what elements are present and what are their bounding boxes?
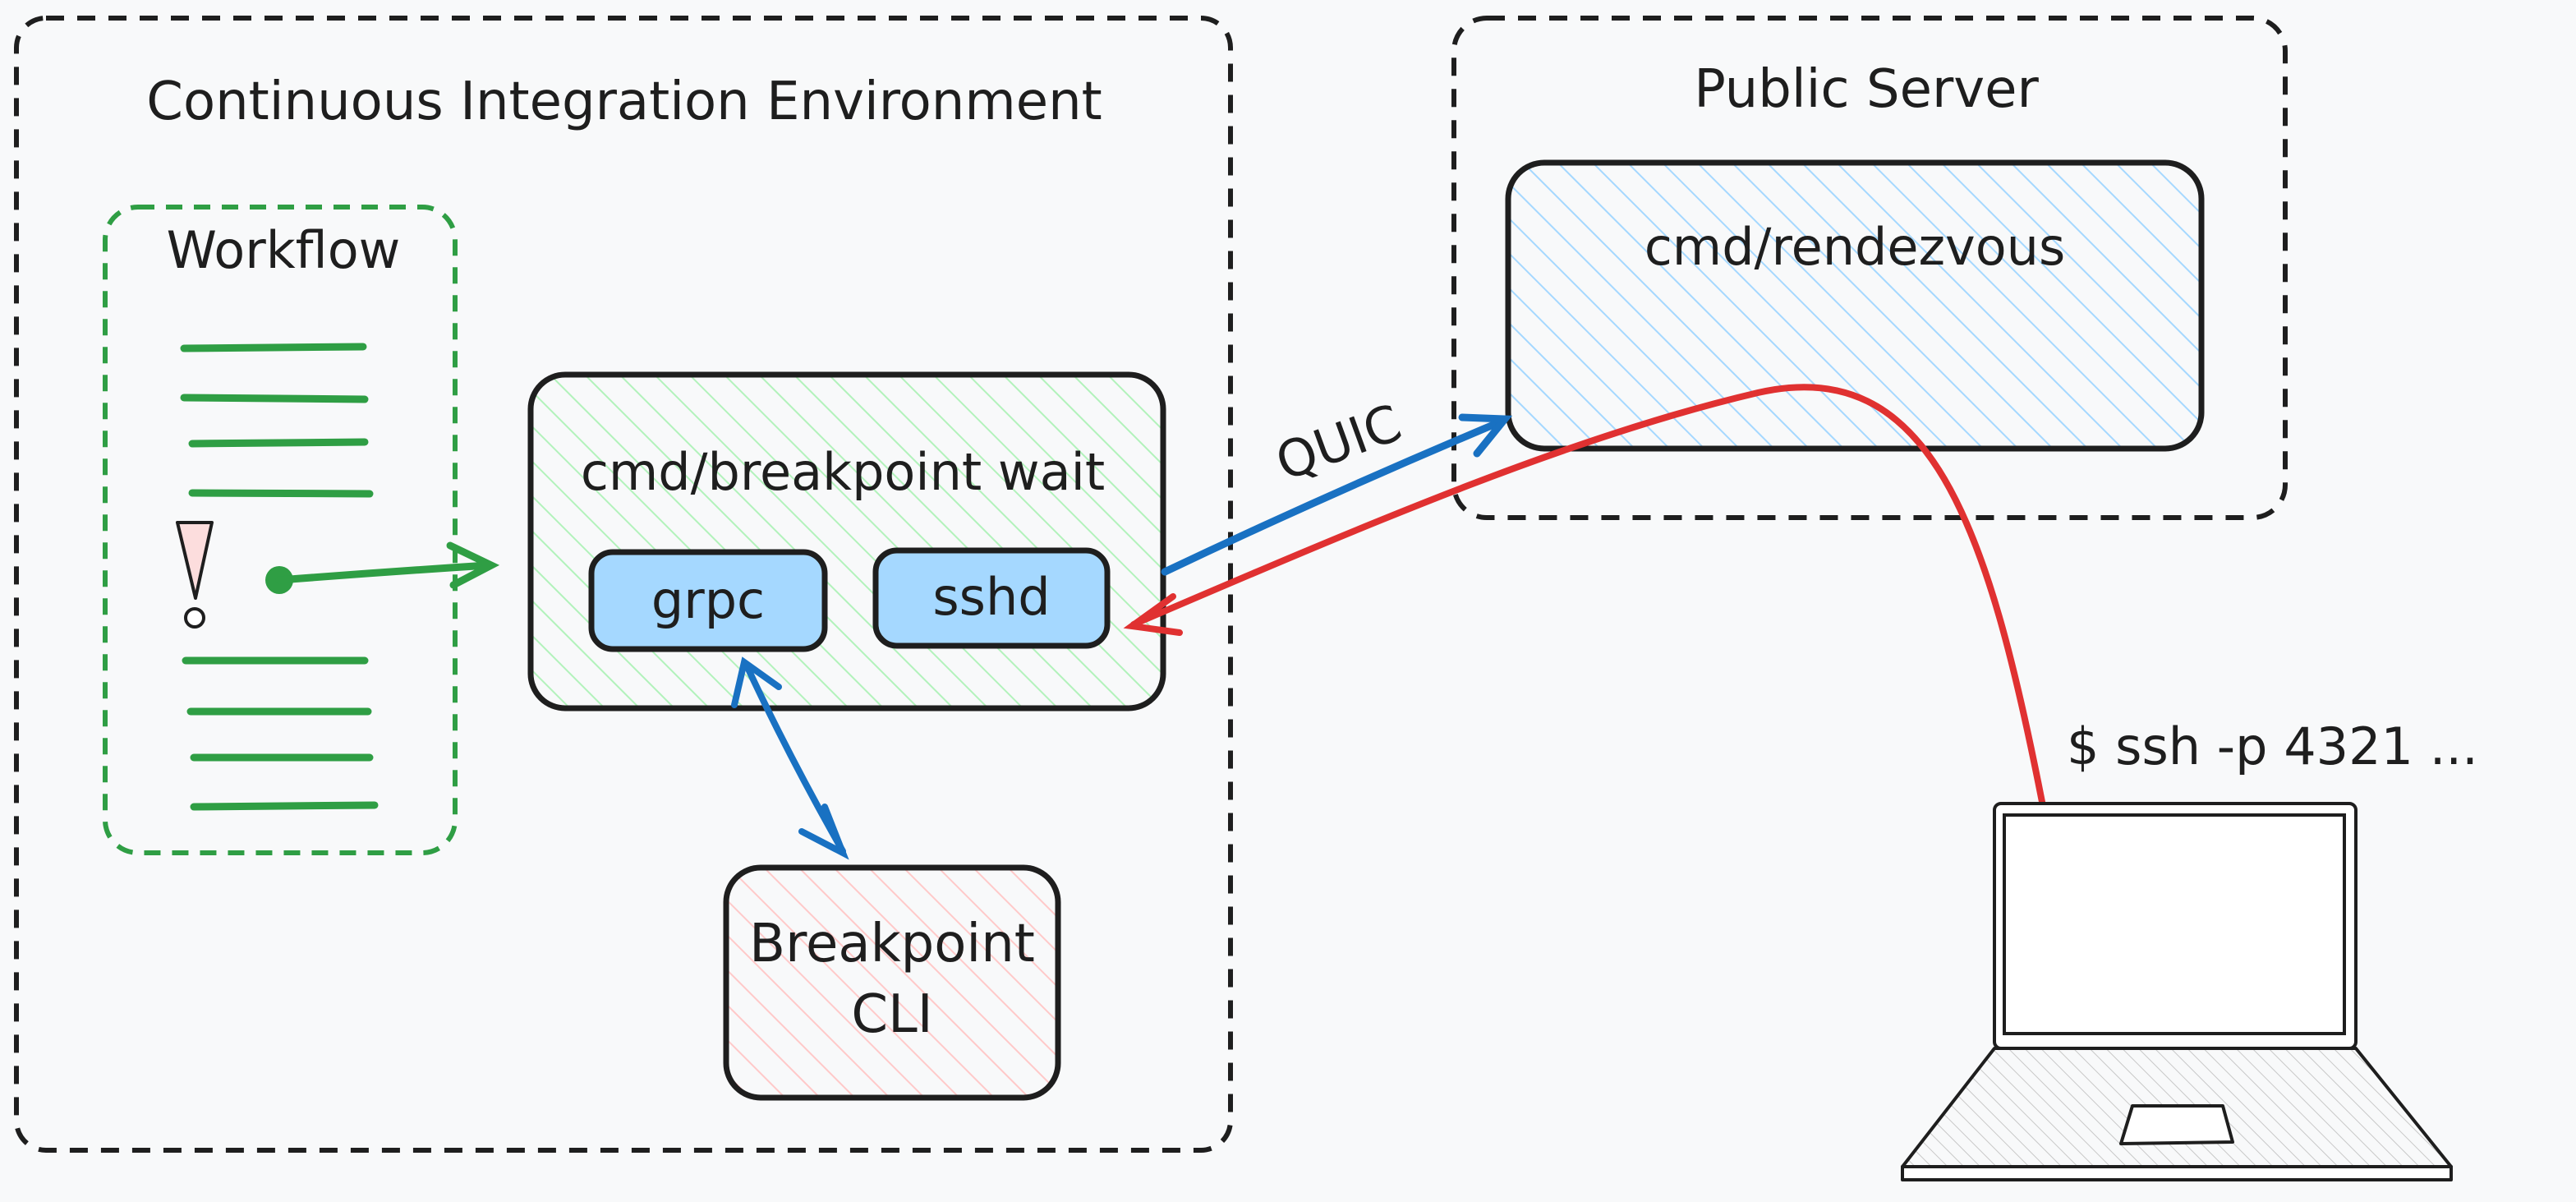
workflow-container xyxy=(103,205,458,855)
public-server-container xyxy=(1451,16,2288,520)
public-server-label: Public Server xyxy=(1694,59,2039,120)
breakpoint-warning-icon xyxy=(176,521,214,629)
laptop-icon xyxy=(1901,802,2453,1181)
quic-label: QUIC xyxy=(1268,393,1409,493)
rendezvous-label: cmd/rendezvous xyxy=(1644,217,2066,277)
trackpad xyxy=(2119,1104,2234,1145)
workflow-label: Workflow xyxy=(167,220,401,280)
workflow-step-line xyxy=(190,801,379,811)
sshd-box xyxy=(872,547,1111,649)
sshd-label: sshd xyxy=(932,567,1050,627)
ssh-connection-arrow xyxy=(1123,384,2045,805)
grpc-box xyxy=(588,549,828,652)
workflow-step-line xyxy=(188,438,369,448)
workflow-step-line xyxy=(180,343,367,352)
ssh-command-text: $ ssh -p 4321 ... xyxy=(2067,716,2478,776)
grpc-cli-double-arrow xyxy=(731,656,849,860)
ci-environment-label: Continuous Integration Environment xyxy=(146,71,1102,132)
workflow-step-line xyxy=(188,489,374,498)
workflow-to-wait-arrow xyxy=(265,541,500,594)
workflow-step-line xyxy=(180,394,369,403)
breakpoint-wait-box xyxy=(527,371,1166,712)
breakpoint-wait-label: cmd/breakpoint wait xyxy=(581,442,1105,502)
ci-environment-container xyxy=(14,16,1233,1153)
breakpoint-cli-label-line2: CLI xyxy=(851,984,932,1045)
rendezvous-box xyxy=(1505,159,2205,452)
breakpoint-cli-label-line1: Breakpoint xyxy=(749,914,1035,974)
grpc-label: grpc xyxy=(651,570,765,630)
quic-arrow xyxy=(1161,413,1513,576)
breakpoint-cli-box xyxy=(723,864,1061,1101)
workflow-steps xyxy=(180,343,379,811)
